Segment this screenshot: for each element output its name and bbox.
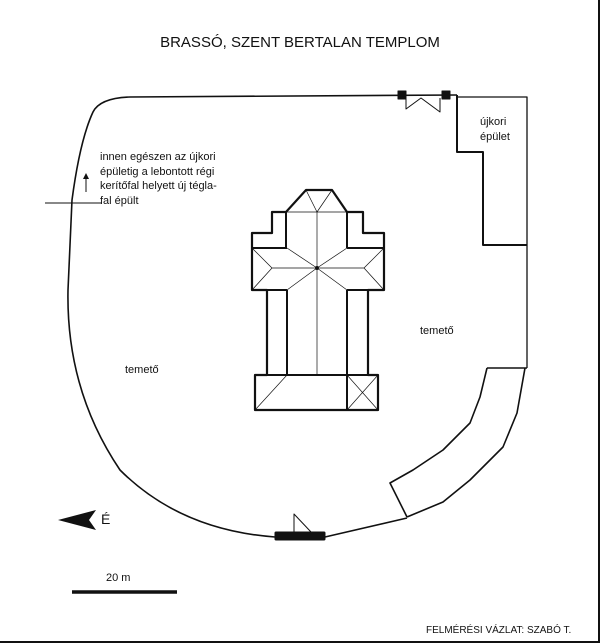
note-line: kerítőfal helyett új tégla- (100, 180, 217, 192)
note-line: fal épült (100, 194, 139, 207)
wall-note: innen egészen az újkori épületig a lebon… (100, 150, 217, 208)
church-crossing (315, 266, 319, 270)
enclosure-wall-east (457, 96, 528, 368)
enclosure-wall-south (324, 517, 408, 538)
modern-building-label: újkori épület (480, 115, 510, 144)
curved-strip-inner (389, 367, 488, 518)
footer-credit: FELMÉRÉSI VÁZLAT: SZABÓ T. (426, 625, 572, 636)
note-line: innen egészen az újkori (100, 151, 216, 163)
gate-pillar-left (397, 90, 407, 100)
enclosure-wall (67, 94, 458, 538)
note-line: épületig a lebontott régi (100, 165, 215, 178)
scale-label: 20 m (106, 572, 131, 584)
modern-building (456, 95, 527, 246)
gate-south (274, 531, 326, 541)
church-walls (252, 212, 384, 410)
curved-strip-outer (406, 367, 526, 518)
north-label: É (101, 511, 111, 527)
cemetery-label-left: temető (125, 364, 159, 376)
gate-north (405, 97, 441, 113)
page-title: BRASSÓ, SZENT BERTALAN TEMPLOM (160, 34, 440, 51)
building-label-line: épület (480, 130, 510, 143)
church-outline (250, 188, 386, 412)
gate-pillar-right (441, 90, 451, 100)
building-label-line: újkori (480, 116, 507, 128)
north-arrow-icon (58, 510, 96, 530)
gate-south-leaf (293, 513, 312, 533)
cemetery-label-right: temető (420, 325, 454, 337)
